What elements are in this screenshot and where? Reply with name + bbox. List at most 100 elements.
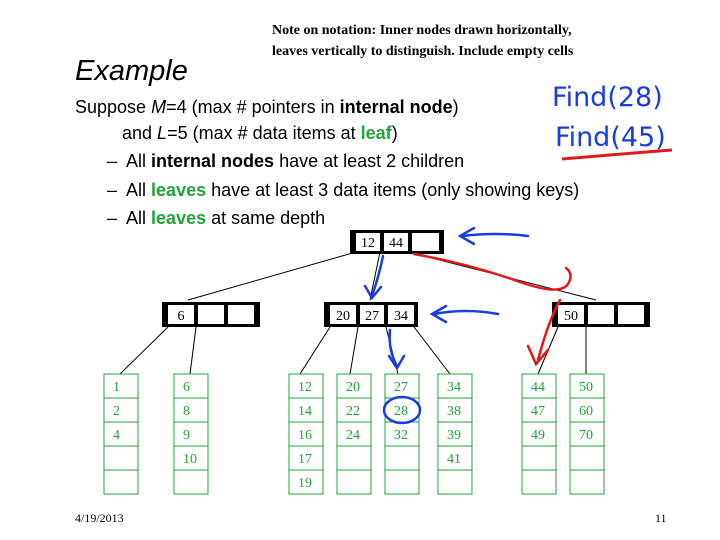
internal-edges: [119, 326, 587, 375]
intro-line-1: Suppose M=4 (max # pointers in internal …: [75, 97, 459, 118]
leaf-3-cell-4: [288, 445, 324, 471]
leaf-4-cell-4: [336, 445, 372, 471]
internal-2-key-1: 20: [336, 309, 350, 324]
slide-number: 11: [655, 511, 667, 525]
bullet-3-em: leaves: [151, 208, 207, 228]
leaf-8-key-2: 60: [579, 404, 593, 419]
bullet-3-post: at same depth: [206, 208, 326, 228]
internal-pointer-arrow-head: [429, 304, 448, 324]
leaf-6-cell-5: [437, 469, 473, 495]
intro-line-1-pre: Suppose: [75, 97, 152, 117]
internal-node-2: 20 27 34: [324, 302, 418, 327]
bullet-1: – All internal nodes have at least 2 chi…: [107, 151, 464, 172]
root-pointer-arrow-head: [457, 226, 476, 246]
descend-arrow-1-line: [370, 254, 385, 298]
internal-3-cell-1: [558, 305, 584, 324]
internal-1-cell-1: [168, 305, 194, 324]
root-cell-2: [384, 233, 408, 251]
leaf-5-key-2: 28: [394, 404, 408, 419]
edge-i2-leaf-4: [349, 326, 359, 375]
leaf-1-key-3: 4: [113, 428, 120, 443]
internal-2-key-3: 34: [394, 309, 408, 324]
find-28-annotation: Find(28): [552, 82, 663, 113]
intro-line-1-post: ): [452, 97, 459, 117]
leaf-1-cell-1: [103, 373, 139, 399]
intro-leaf: leaf: [360, 123, 392, 143]
leaf-6-cell-2: [437, 397, 473, 423]
leaf-5-key-3: 32: [394, 428, 408, 443]
bullet-1-pre: All: [126, 151, 152, 171]
leaf-3-cell-3: [288, 421, 324, 447]
leaf-4-key-3: 24: [346, 428, 360, 443]
leaf-5-cell-1: [384, 373, 420, 399]
leaf-node-7: 44 47 49: [521, 373, 557, 495]
edge-root-internal-1: [187, 251, 357, 301]
leaf-7-cell-4: [521, 445, 557, 471]
leaf-8-cell-1: [569, 373, 605, 399]
leaf-7-key-2: 47: [531, 404, 545, 419]
leaf-5-key-1: 27: [394, 380, 408, 395]
leaf-7-cell-1: [521, 373, 557, 399]
internal-1-cell-3: [228, 305, 254, 324]
internal-3-key-1: 50: [564, 309, 578, 324]
leaf-row: 1246891012141617192022242728323438394144…: [103, 373, 605, 495]
leaf-4-cell-5: [336, 469, 372, 495]
leaf-7-key-3: 49: [531, 428, 545, 443]
bullet-1-post: have at least 2 children: [274, 151, 465, 171]
leaf-6-key-4: 41: [447, 452, 461, 467]
leaf-2-key-4: 10: [183, 452, 197, 467]
leaf-3-key-3: 16: [298, 428, 312, 443]
leaf-6-key-3: 39: [447, 428, 461, 443]
leaf-1-cell-5: [103, 469, 139, 495]
leaf-2-cell-5: [173, 469, 209, 495]
leaf-2-cell-3: [173, 421, 209, 447]
find-45-curve-upper: [412, 252, 572, 291]
leaf-4-cell-2: [336, 397, 372, 423]
leaf-3-key-2: 14: [298, 404, 312, 419]
leaf-8-key-1: 50: [579, 380, 593, 395]
internal-2-cell-3: [388, 305, 414, 324]
root-pointer-arrow-line: [460, 232, 530, 238]
leaf-3-cell-2: [288, 397, 324, 423]
leaf-4-key-2: 22: [346, 404, 360, 419]
intro-var-l: L: [157, 123, 168, 143]
leaf-1-cell-3: [103, 421, 139, 447]
slide-title: Example: [75, 55, 188, 87]
leaf-1-key-2: 2: [113, 404, 120, 419]
leaf-6-key-2: 38: [447, 404, 461, 419]
internal-pointer-arrow-line: [432, 309, 500, 316]
internal-3-cell-2: [588, 305, 614, 324]
bullet-3-pre: All: [126, 208, 152, 228]
notation-note: Note on notation: Inner nodes drawn hori…: [272, 20, 573, 62]
bullet-1-dash: –: [107, 151, 118, 171]
leaf-node-1: 124: [103, 373, 139, 495]
bullet-2-post: have at least 3 data items (only showing…: [206, 180, 580, 200]
leaf-5-cell-4: [384, 445, 420, 471]
leaf-2-cell-1: [173, 373, 209, 399]
root-cell-1: [356, 233, 380, 251]
intro-line-2-pre: and: [122, 123, 158, 143]
leaf-7-key-1: 44: [531, 380, 545, 395]
leaf-2-key-1: 6: [183, 380, 190, 395]
bullet-2: – All leaves have at least 3 data items …: [107, 180, 579, 201]
intro-line-2-post: ): [391, 123, 398, 143]
intro-line-1-mid: =4 (max # pointers in: [166, 97, 340, 117]
root-edges: [187, 251, 597, 301]
leaf-1-cell-2: [103, 397, 139, 423]
find-28-path: [363, 226, 530, 425]
found-28-circle: [382, 395, 422, 425]
intro-line-2-mid: =5 (max # data items at: [167, 123, 361, 143]
root-node: 12 44: [350, 230, 444, 254]
leaf-8-cell-2: [569, 397, 605, 423]
slide-date: 4/19/2013: [75, 511, 124, 525]
internal-node-3: 50: [552, 302, 650, 327]
internal-3-cell-3: [618, 305, 644, 324]
root-cell-3: [412, 233, 439, 251]
notation-note-line-2: leaves vertically to distinguish. Includ…: [272, 44, 574, 59]
intro-internal-node: internal node: [339, 97, 453, 117]
bullet-3: – All leaves at same depth: [107, 208, 325, 229]
